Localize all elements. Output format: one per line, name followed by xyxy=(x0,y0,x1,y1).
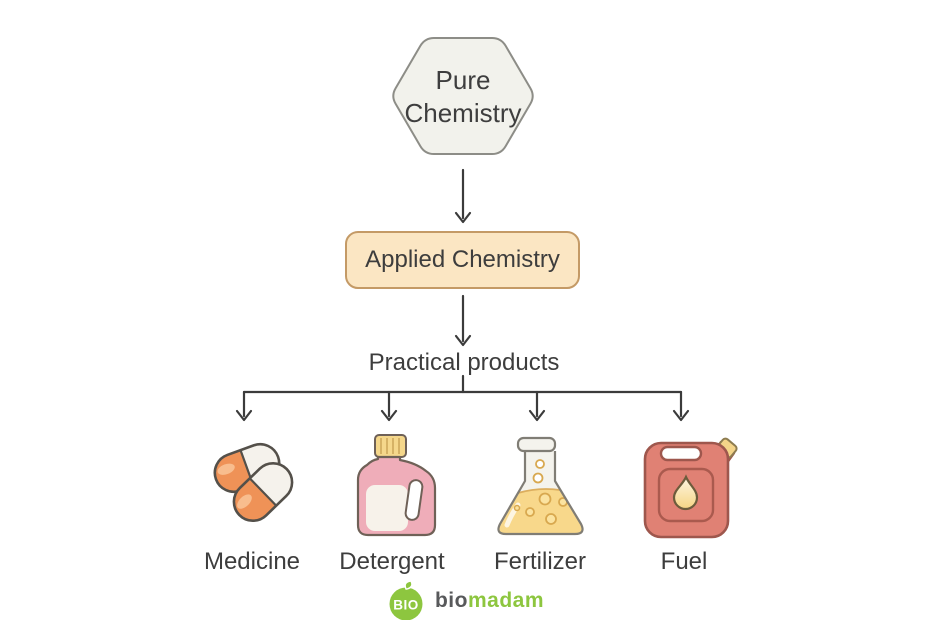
node-applied-chemistry: Applied Chemistry xyxy=(345,231,580,289)
detergent-bottle-icon xyxy=(356,434,437,537)
node-pure-chemistry: Pure Chemistry xyxy=(387,32,539,162)
brand-name: biomadam xyxy=(435,581,544,620)
flow-arrow-head xyxy=(454,211,472,224)
product-label-fertilizer: Fertilizer xyxy=(493,548,586,575)
applied-chemistry-label: Applied Chemistry xyxy=(365,246,560,273)
product-label-detergent: Detergent xyxy=(339,548,445,575)
brand-name-prefix: bio xyxy=(434,589,468,612)
pure-chemistry-label: Pure Chemistry xyxy=(404,65,522,128)
pills-icon xyxy=(213,442,294,523)
flow-arrow-head xyxy=(454,334,472,347)
product-label-medicine: Medicine xyxy=(203,548,301,575)
biomadam-logo: BIO biomadam xyxy=(0,581,930,620)
branch-arrow-head xyxy=(235,409,253,422)
bio-badge-text: BIO xyxy=(393,598,419,613)
flask-icon xyxy=(497,436,584,536)
hexagon-shape xyxy=(392,37,534,155)
branch-arrow-head xyxy=(672,409,690,422)
product-label-fuel: Fuel xyxy=(660,548,708,575)
practical-products-label: Practical products xyxy=(368,349,560,376)
branch-arrow-head xyxy=(528,409,546,422)
fuel-can-icon xyxy=(643,437,738,539)
brand-name-suffix: madam xyxy=(467,589,545,612)
branch-arrow-head xyxy=(380,409,398,422)
bio-badge-icon: BIO xyxy=(389,581,423,620)
